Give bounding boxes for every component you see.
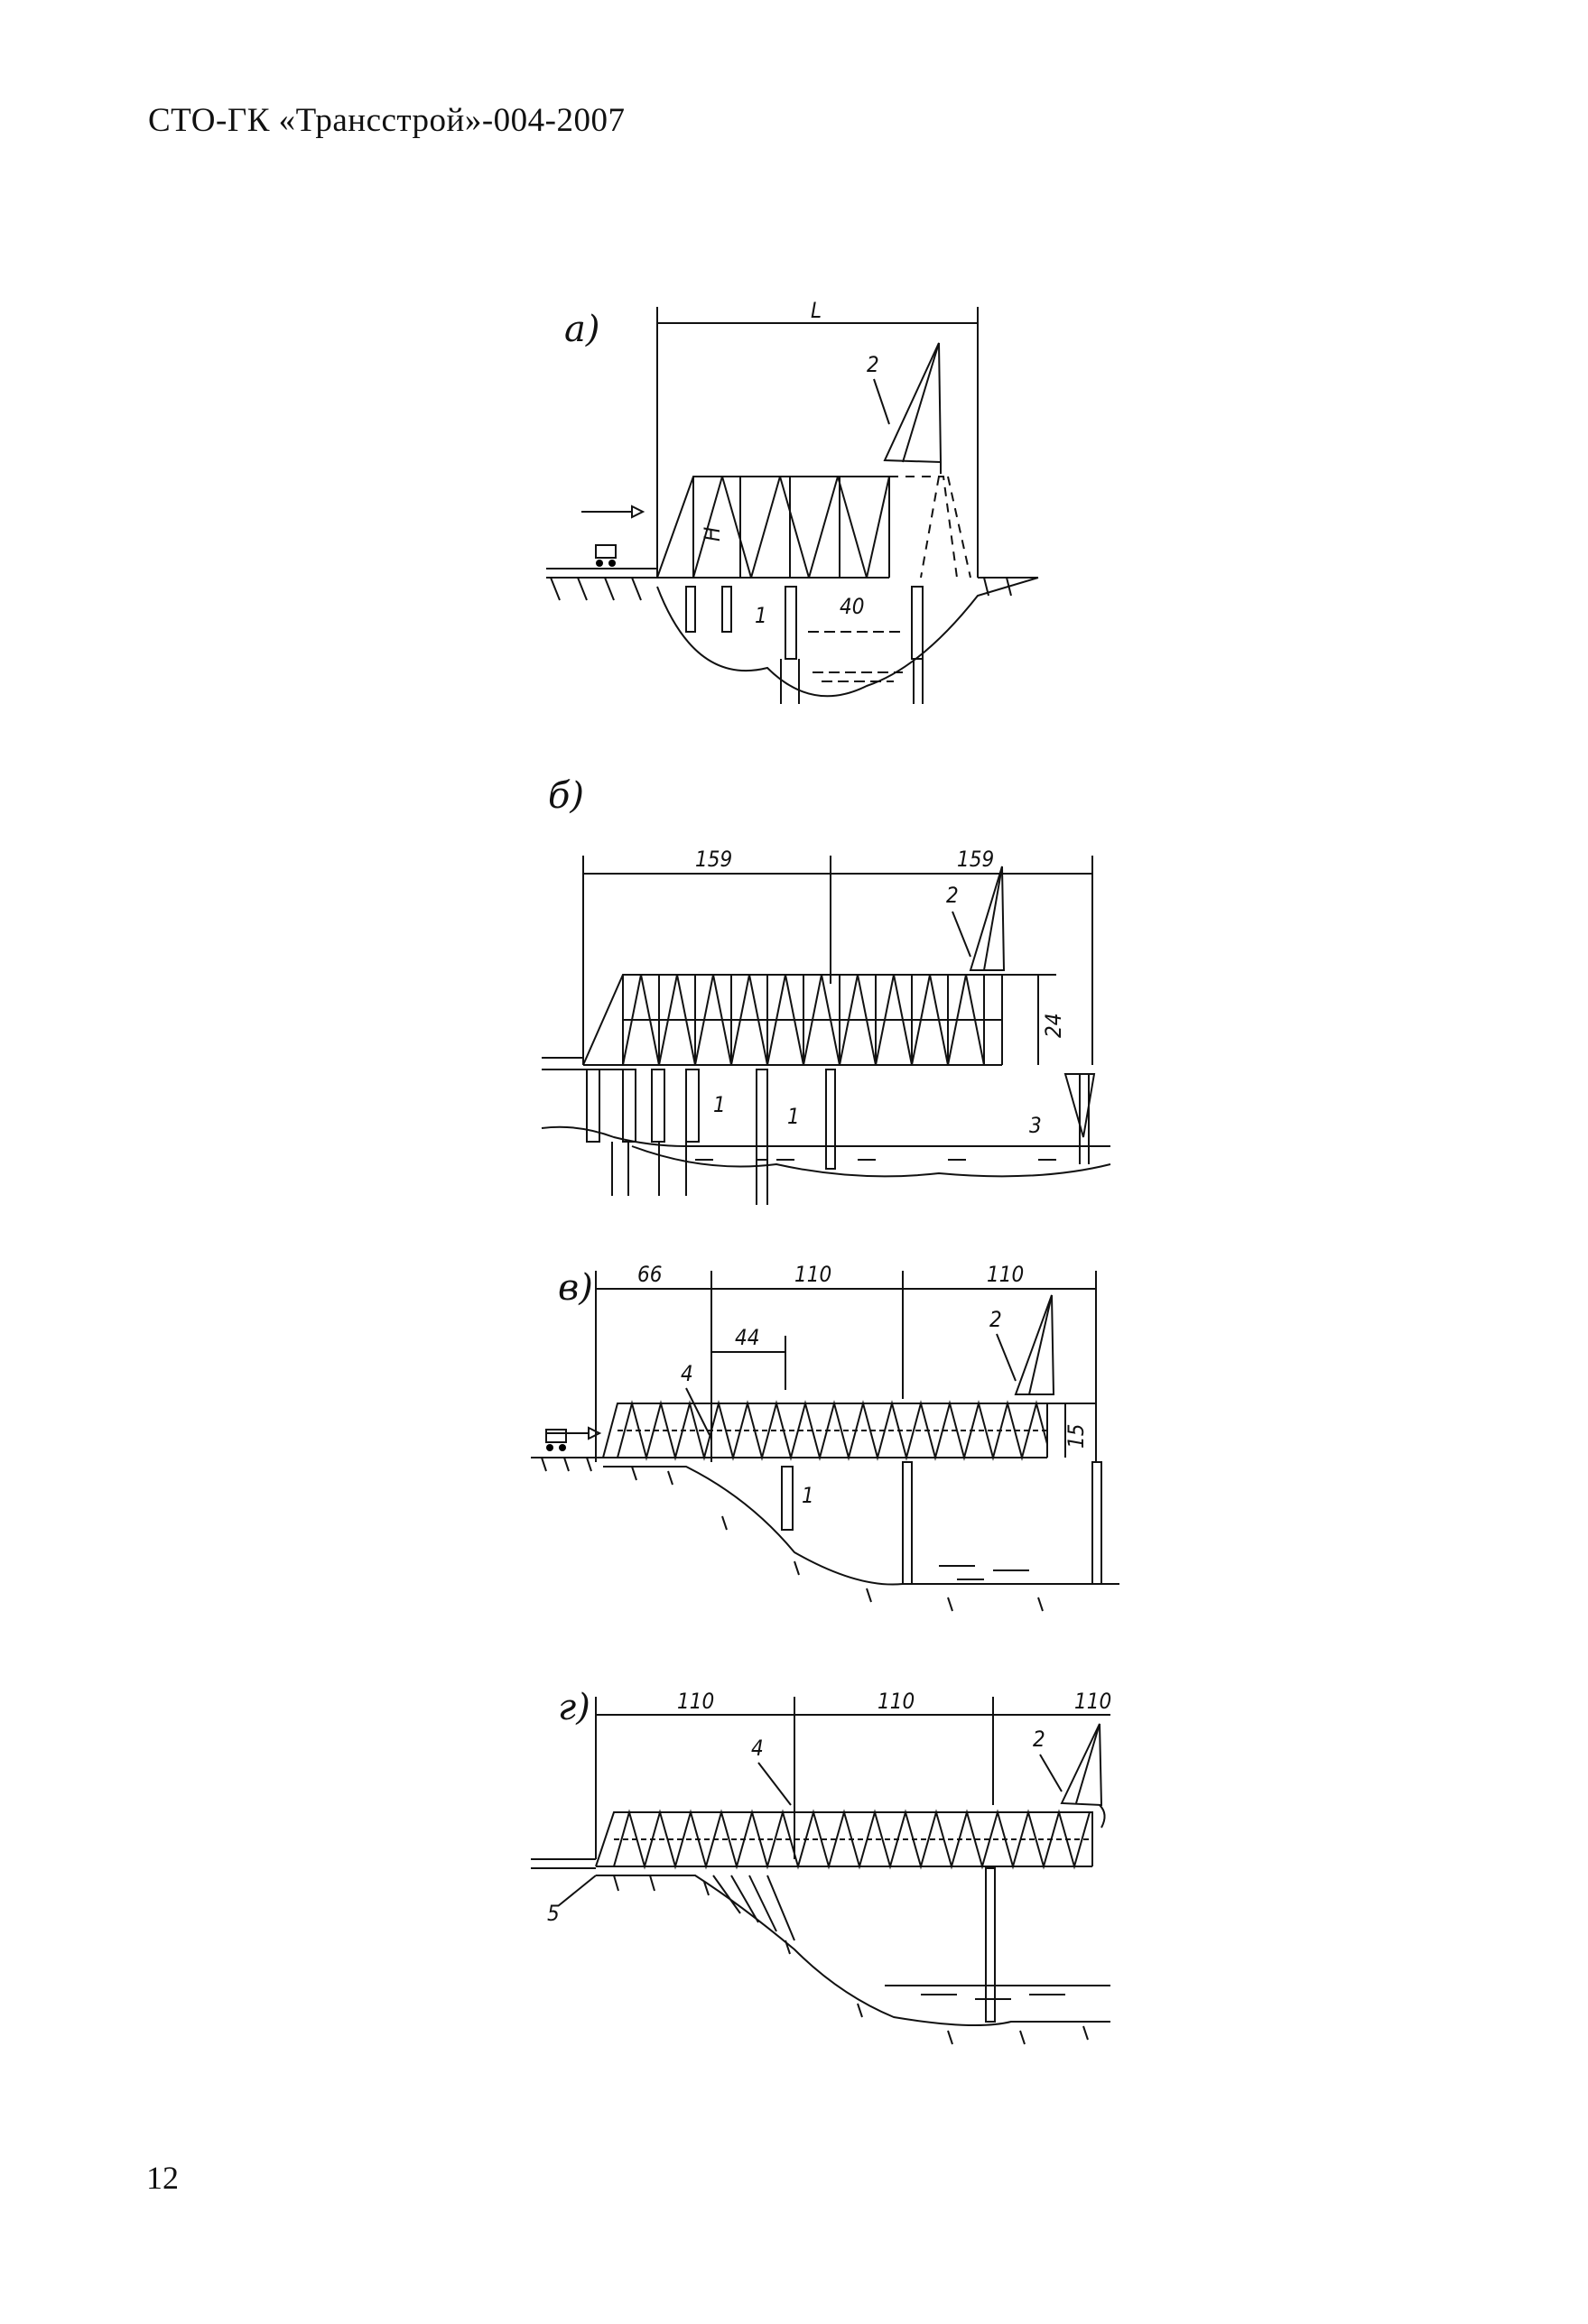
figure-a-letter: а) xyxy=(564,309,599,350)
ground-b xyxy=(541,1057,1111,1205)
figure-g-span3-label: 110 xyxy=(1074,1689,1111,1714)
push-arrow-icon xyxy=(581,505,645,519)
figure-v-span1-label: 66 xyxy=(637,1262,662,1287)
crane-icon xyxy=(1014,1294,1055,1395)
figure-v-height-label: 15 xyxy=(1063,1424,1089,1449)
figure-a: а) L H 2 xyxy=(546,298,1039,704)
figure-a-crane-label: 2 xyxy=(867,352,879,377)
figure-g-span1-label: 110 xyxy=(677,1689,714,1714)
truss-b xyxy=(582,974,1003,1066)
truss-v xyxy=(602,1400,1048,1461)
figure-g-joint-label: 4 xyxy=(751,1736,764,1761)
figure-v-crane-label: 2 xyxy=(989,1307,1002,1332)
figure-a-span-label: L xyxy=(811,298,822,323)
figure-b-height-label: 24 xyxy=(1041,1014,1066,1038)
truss-a xyxy=(656,476,971,579)
push-arrow-icon xyxy=(547,1426,602,1440)
figure-b-span2-label: 159 xyxy=(957,847,994,872)
figure-g-span2-label: 110 xyxy=(878,1689,915,1714)
figure-b-crane-label: 2 xyxy=(946,883,959,908)
figure-b-tower-label: 3 xyxy=(1029,1113,1042,1138)
figure-v-segment-label: 44 xyxy=(735,1325,759,1350)
figure-v-joint-label: 4 xyxy=(681,1361,693,1386)
ground-v xyxy=(531,1429,1119,1612)
figure-a-support-label: 1 xyxy=(755,603,767,628)
ground-g xyxy=(531,1858,1110,2045)
document-header: СТО-ГК «Трансстрой»-004-2007 xyxy=(148,102,626,139)
figure-v: в) 66 110 110 44 15 2 xyxy=(531,1262,1119,1612)
figure-g: г) 110 110 110 2 4 xyxy=(531,1687,1111,2045)
figure-g-letter: г) xyxy=(558,1687,590,1728)
crane-icon xyxy=(969,866,1006,971)
figure-a-height-label: H xyxy=(700,527,725,542)
crane-icon xyxy=(1060,1723,1106,1829)
figure-b-support-b-label: 1 xyxy=(787,1104,800,1129)
figure-v-span2-label: 110 xyxy=(794,1262,831,1287)
figure-g-crane-label: 2 xyxy=(1033,1727,1045,1752)
figure-v-support-label: 1 xyxy=(802,1483,814,1508)
figure-b-support-a-label: 1 xyxy=(713,1092,726,1117)
figure-v-letter: в) xyxy=(558,1267,593,1309)
figure-a-length-label: 40 xyxy=(840,594,864,619)
figure-b-letter: б) xyxy=(548,775,584,817)
figure-v-span3-label: 110 xyxy=(987,1262,1024,1287)
page-number: 12 xyxy=(146,2160,179,2196)
ground-a xyxy=(546,544,1039,704)
figure-g-anchor-label: 5 xyxy=(547,1901,560,1926)
figure-b: б) 159 159 24 2 xyxy=(541,775,1111,1205)
figure-b-span1-label: 159 xyxy=(695,847,732,872)
truss-g xyxy=(595,1809,1093,1870)
crane-icon xyxy=(883,342,943,474)
